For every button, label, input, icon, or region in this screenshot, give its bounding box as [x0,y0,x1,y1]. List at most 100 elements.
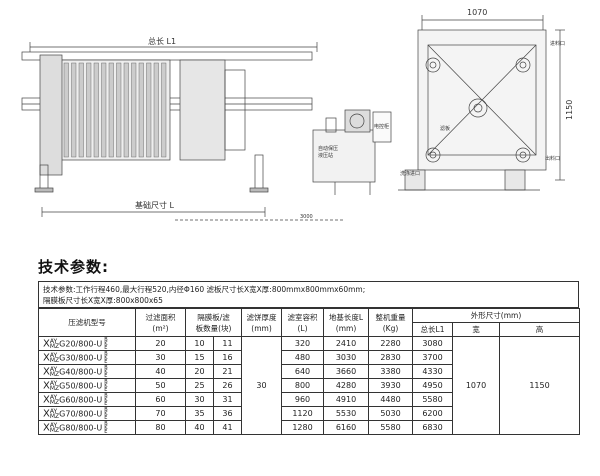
label-hydraulic-2: 液压站 [318,152,333,159]
th-plates: 隔膜板/滤板数量(块) [184,308,243,337]
label-feed: 进料口 [550,40,565,47]
label-wash: 洗涤进口 [400,170,420,177]
filter-plate [101,62,107,158]
volume-cell: 960 [281,392,325,407]
filter-plate [116,62,122,158]
filter-plate [63,62,69,158]
total-length-cell: 3700 [412,350,454,365]
diaphragm-count-cell: 10 [185,336,214,351]
diaphragm-count-cell: 25 [185,378,214,393]
filter-plate [146,62,152,158]
th-volume: 滤室容积(L) [281,308,325,337]
diaphragm-count-cell: 40 [185,420,214,435]
footprint-cell: 5530 [323,406,370,421]
dim-height: 1150 [565,100,574,120]
height-cell: 1150 [499,336,581,435]
volume-cell: 800 [281,378,325,393]
area-cell: 70 [135,406,186,421]
footprint-cell: 4910 [323,392,370,407]
volume-cell: 640 [281,364,325,379]
area-cell: 50 [135,378,186,393]
filter-plate [138,62,144,158]
filter-plate [78,62,84,158]
th-model: 压滤机型号 [38,308,136,337]
cake-thickness-cell: 30 [241,336,283,435]
technical-drawing: 总长 L1 基础尺寸 L 3000 自动保压 液压站 电控柜 1070 1150… [21,8,574,221]
volume-cell: 1120 [281,406,325,421]
spec-line-2: 隔膜板尺寸长X宽X厚:800x800x65 [43,296,163,305]
weight-cell: 3380 [368,364,414,379]
diaphragm-count-cell: 30 [185,392,214,407]
plate-count-cell: 11 [212,336,243,351]
total-length-cell: 6200 [412,406,454,421]
volume-cell: 320 [281,336,325,351]
section-heading: 技术参数: [38,258,109,276]
footprint-cell: 2410 [323,336,370,351]
weight-cell: 5580 [368,420,414,435]
th-cake: 滤饼厚度(mm) [241,308,283,337]
area-cell: 30 [135,350,186,365]
th-area: 过滤面积(m²) [135,308,186,337]
diaphragm-count-cell: 35 [185,406,214,421]
weight-cell: 4480 [368,392,414,407]
footprint-cell: 3030 [323,350,370,365]
th-footprint: 地基长度L(mm) [323,308,370,337]
dim-3000: 3000 [300,214,313,220]
th-outer: 外形尺寸(mm) [412,308,581,323]
filter-plate [71,62,77,158]
filter-plate [123,62,129,158]
dim-total-length: 总长 L1 [148,36,176,46]
area-cell: 20 [135,336,186,351]
total-length-cell: 6830 [412,420,454,435]
weight-cell: 2830 [368,350,414,365]
weight-cell: 3930 [368,378,414,393]
footprint-cell: 4280 [323,378,370,393]
footprint-cell: 3660 [323,364,370,379]
th-length: 总长L1 [412,322,454,337]
plate-count-cell: 36 [212,406,243,421]
dim-width: 1070 [467,8,487,17]
label-cabinet: 电控柜 [374,123,389,130]
area-cell: 40 [135,364,186,379]
total-length-cell: 3080 [412,336,454,351]
plate-count-cell: 21 [212,364,243,379]
width-cell: 1070 [452,336,501,435]
area-cell: 60 [135,392,186,407]
plate-count-cell: 41 [212,420,243,435]
weight-cell: 5030 [368,406,414,421]
volume-cell: 1280 [281,420,325,435]
filter-plate [131,62,137,158]
volume-cell: 480 [281,350,325,365]
dim-base-length: 基础尺寸 L [135,200,175,210]
th-width: 宽 [452,322,501,337]
plate-count-cell: 31 [212,392,243,407]
weight-cell: 2280 [368,336,414,351]
th-weight: 整机重量(Kg) [368,308,414,337]
total-length-cell: 4950 [412,378,454,393]
total-length-cell: 4330 [412,364,454,379]
label-plate: 滤板 [440,125,450,132]
filter-plate [108,62,114,158]
filter-plate [153,62,159,158]
total-length-cell: 5580 [412,392,454,407]
th-height: 高 [499,322,581,337]
filter-plate [161,62,167,158]
diaphragm-count-cell: 15 [185,350,214,365]
footprint-cell: 6160 [323,420,370,435]
spec-line-1: 技术参数:工作行程460,最大行程520,内径Φ160 滤板尺寸长X宽X厚:80… [43,285,366,294]
filter-plate [93,62,99,158]
spec-table: 压滤机型号 过滤面积(m²) 隔膜板/滤板数量(块) 滤饼厚度(mm) 滤室容积… [38,308,581,435]
area-cell: 80 [135,420,186,435]
